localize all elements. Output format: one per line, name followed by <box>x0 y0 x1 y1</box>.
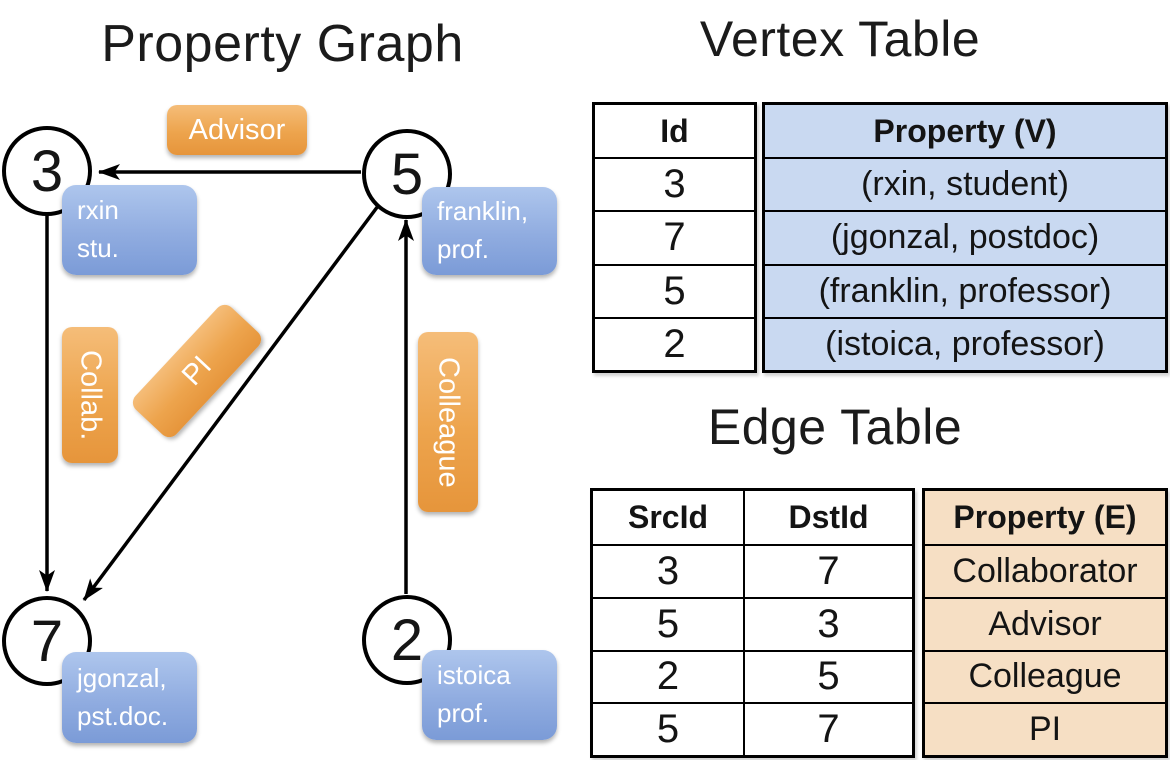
table-cell: 5 <box>743 649 912 703</box>
vertex-property-box-franklin: franklin, prof. <box>422 187 557 275</box>
vertex-property-box-jgonzal: jgonzal, pst.doc. <box>62 652 197 743</box>
vertex-property-line: stu. <box>77 233 119 263</box>
vertex-table-header-id: Id <box>660 112 689 149</box>
vertex-property-line: prof. <box>437 234 490 264</box>
edge-table-id-columns: SrcId DstId 3 7 5 3 2 5 5 7 <box>590 488 915 758</box>
table-cell: Advisor <box>925 596 1165 650</box>
property-graph-title: Property Graph <box>101 15 464 73</box>
edge-line-5-7 <box>82 204 380 602</box>
table-cell: 2 <box>593 649 743 703</box>
table-cell: 5 <box>593 702 743 755</box>
table-cell: 5 <box>593 596 743 650</box>
vertex-table-title: Vertex Table <box>699 11 981 67</box>
table-cell: 7 <box>743 544 912 597</box>
table-cell: 2 <box>595 316 754 370</box>
vertex-table-header-property: Property (V) <box>873 112 1057 149</box>
edge-label-colleague: Colleague <box>418 332 478 512</box>
table-cell: Colleague <box>925 649 1165 703</box>
table-cell: Collaborator <box>925 544 1165 597</box>
vertex-property-box-istoica: istoica prof. <box>422 650 557 740</box>
table-cell: 5 <box>595 263 754 317</box>
vertex-property-line: rxin <box>77 195 119 226</box>
node-3-id: 3 <box>30 138 64 204</box>
vertex-property-line: jgonzal, <box>77 662 167 693</box>
node-2-id: 2 <box>390 607 424 673</box>
edge-label-pi-text: PI <box>175 349 218 392</box>
edge-label-colleague-text: Colleague <box>432 356 465 488</box>
edge-table-header-property: Property (E) <box>953 499 1137 535</box>
vertex-property-box-rxin: rxin stu. <box>62 185 197 275</box>
vertex-property-line: prof. <box>437 698 490 728</box>
edge-table-header-dstid: DstId <box>743 491 912 544</box>
table-cell: 7 <box>743 702 912 755</box>
edge-label-advisor: Advisor <box>167 105 307 155</box>
vertex-table-property-column: Property (V) (rxin, student) (jgonzal, p… <box>762 102 1168 373</box>
edge-table-header-srcid: SrcId <box>627 499 709 535</box>
vertex-property-line: pst.doc. <box>77 700 169 731</box>
edge-table-property-column: Property (E) Collaborator Advisor Collea… <box>922 488 1168 758</box>
table-cell: 7 <box>595 210 754 263</box>
edge-label-collab-text: Collab. <box>74 349 107 441</box>
table-cell: (istoica, professor) <box>765 316 1165 370</box>
vertex-property-line: istoica <box>437 660 511 691</box>
table-cell: (jgonzal, postdoc) <box>765 210 1165 263</box>
table-cell: PI <box>925 702 1165 755</box>
table-cell: 3 <box>743 596 912 650</box>
table-cell: (franklin, professor) <box>765 263 1165 317</box>
edge-label-advisor-text: Advisor <box>188 113 286 146</box>
vertex-table-id-column: Id 3 7 5 2 <box>592 102 757 373</box>
graph-node-3: 3 <box>2 126 92 216</box>
table-cell: (rxin, student) <box>765 157 1165 210</box>
node-5-id: 5 <box>390 141 424 207</box>
node-7-id: 7 <box>30 608 64 674</box>
edge-table-title: Edge Table <box>707 399 963 455</box>
edge-label-collab: Collab. <box>62 327 118 463</box>
vertex-property-line: franklin, <box>437 196 529 227</box>
table-cell: 3 <box>595 157 754 210</box>
table-cell: 3 <box>593 544 743 597</box>
